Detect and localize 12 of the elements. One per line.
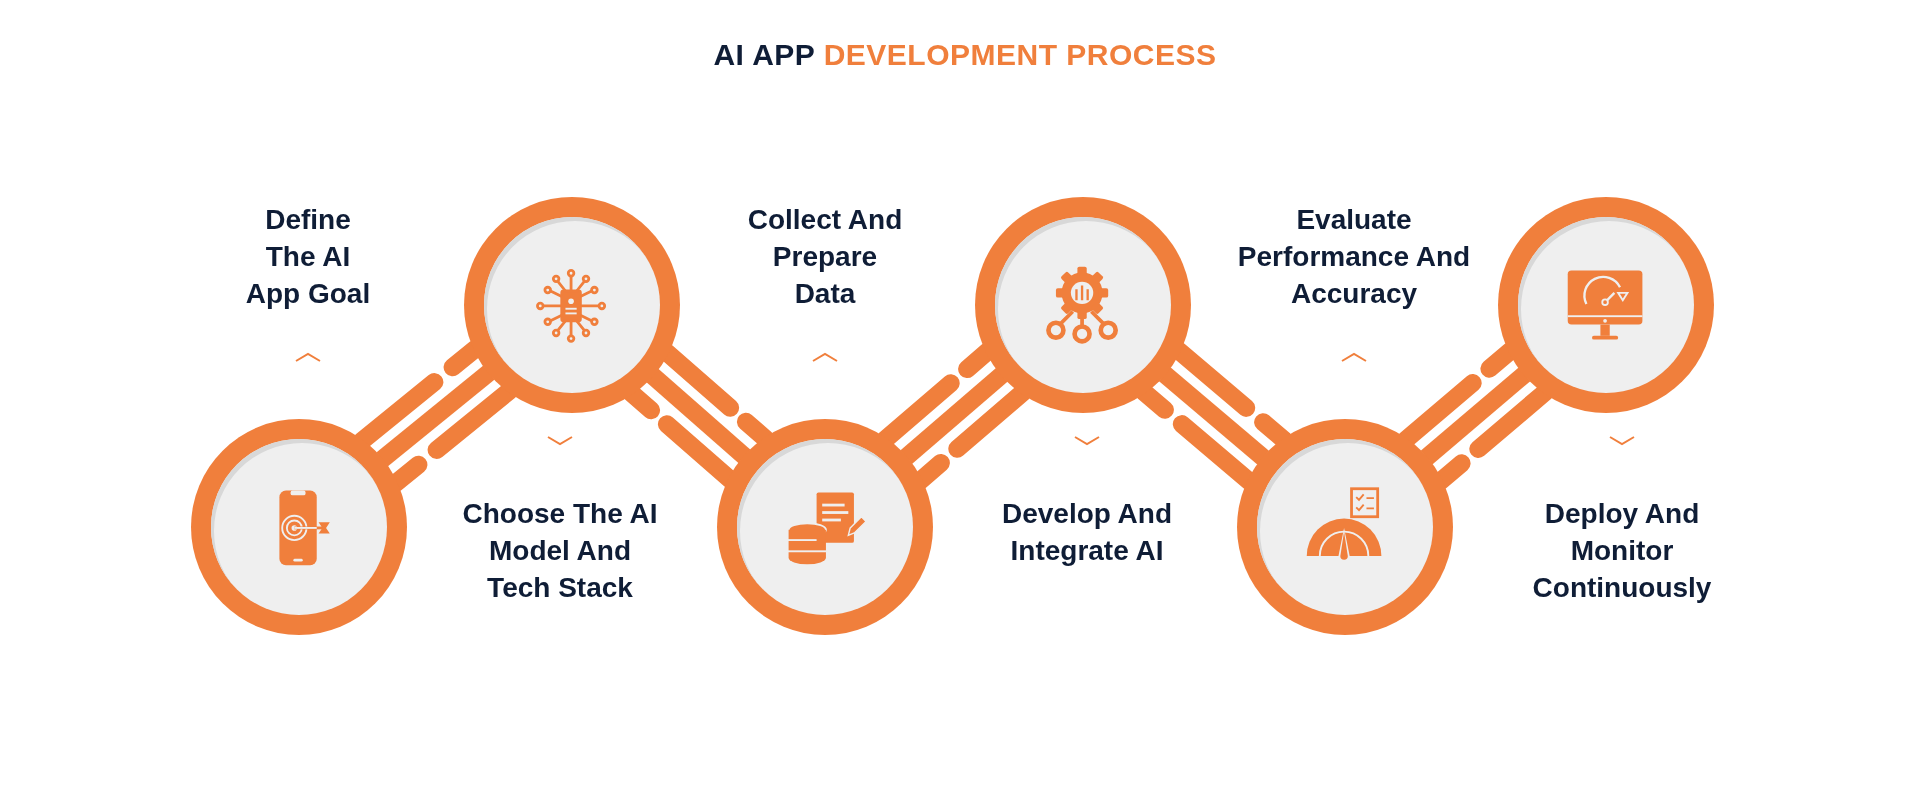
connector-line [900,367,1008,465]
step-label: Collect And Prepare Data [746,203,904,311]
connector-line [1420,367,1531,465]
step-label: Define The AI App Goal [244,203,372,311]
connector-line [376,365,495,467]
diagram-title: AI APP DEVELOPMENT PROCESS [713,38,1217,72]
step-label: Evaluate Performance And Accuracy [1236,203,1472,311]
step-label: Deploy And Monitor Continuously [1531,497,1713,605]
step-label: Develop And Integrate AI [1000,497,1174,568]
connector-line [646,368,751,464]
connector-line [1158,367,1270,465]
step-label: Choose The AI Model And Tech Stack [461,497,659,605]
